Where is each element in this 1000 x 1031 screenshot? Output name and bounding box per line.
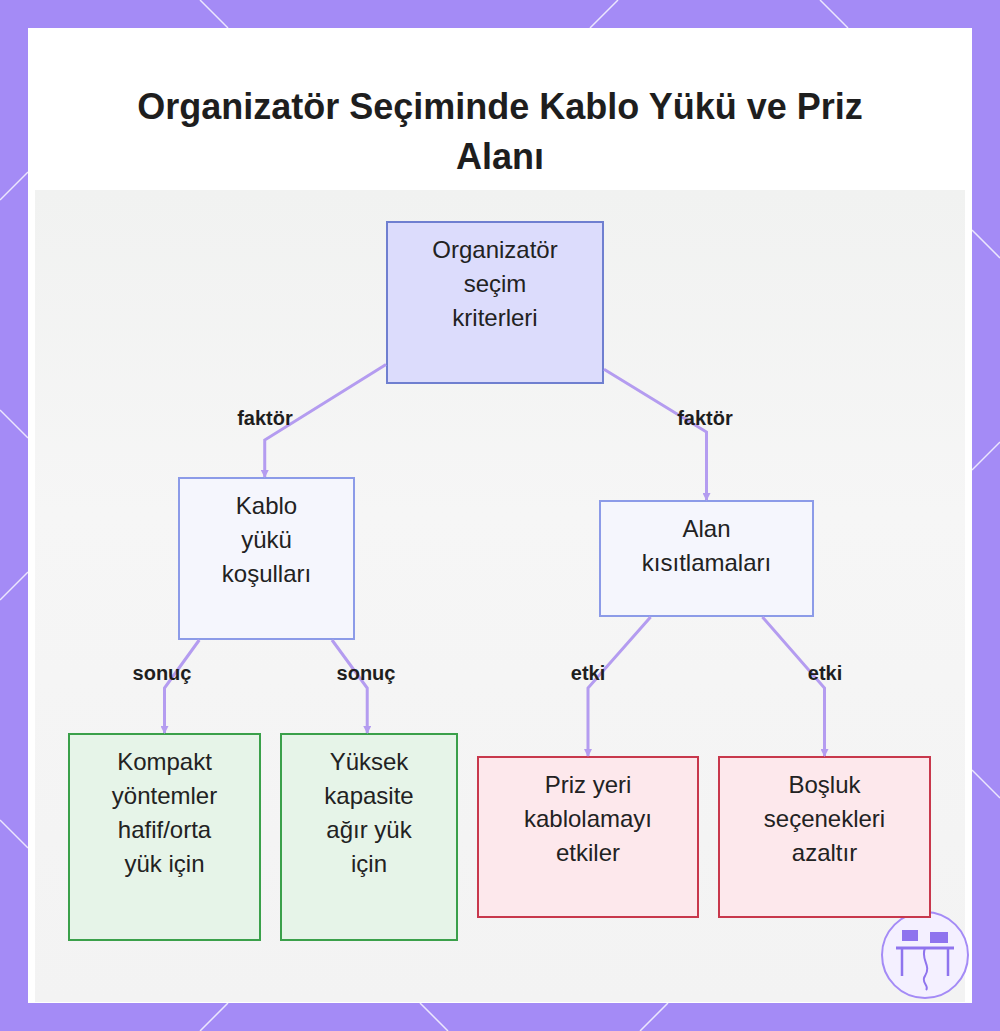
edge-label: faktör	[677, 407, 733, 430]
edge-label: faktör	[237, 407, 293, 430]
node-text: Boşluk seçenekleri azaltır	[750, 768, 899, 870]
node-text: Organizatör seçim kriterleri	[418, 233, 572, 335]
factor-box: Kablo yükü koşulları	[178, 477, 355, 640]
title-text: Organizatör Seçiminde Kablo Yükü ve Priz…	[137, 86, 863, 177]
result-box: Kompakt yöntemler hafif/orta yük için	[68, 733, 261, 941]
result-box: Yüksek kapasite ağır yük için	[280, 733, 458, 941]
node-text: Kompakt yöntemler hafif/orta yük için	[99, 745, 230, 881]
connector-arrow	[604, 369, 707, 500]
connector-arrow	[332, 640, 367, 733]
connector-arrow	[762, 617, 824, 756]
effect-box: Priz yeri kablolamayı etkiler	[477, 756, 699, 918]
edge-label: etki	[808, 662, 842, 685]
connector-arrow	[165, 640, 200, 733]
edge-label: sonuç	[133, 662, 192, 685]
node-text: Priz yeri kablolamayı etkiler	[505, 768, 671, 870]
node-text: Kablo yükü koşulları	[215, 489, 318, 591]
node-text: Yüksek kapasite ağır yük için	[311, 745, 427, 881]
edge-label: sonuç	[337, 662, 396, 685]
root-box: Organizatör seçim kriterleri	[386, 221, 604, 384]
diagram-title: Organizatör Seçiminde Kablo Yükü ve Priz…	[130, 82, 870, 182]
edge-label: etki	[571, 662, 605, 685]
node-text: Alan kısıtlamaları	[623, 512, 790, 580]
connector-arrow	[588, 617, 651, 756]
factor-box: Alan kısıtlamaları	[599, 500, 814, 617]
desk-logo	[880, 910, 970, 1000]
effect-box: Boşluk seçenekleri azaltır	[718, 756, 931, 918]
